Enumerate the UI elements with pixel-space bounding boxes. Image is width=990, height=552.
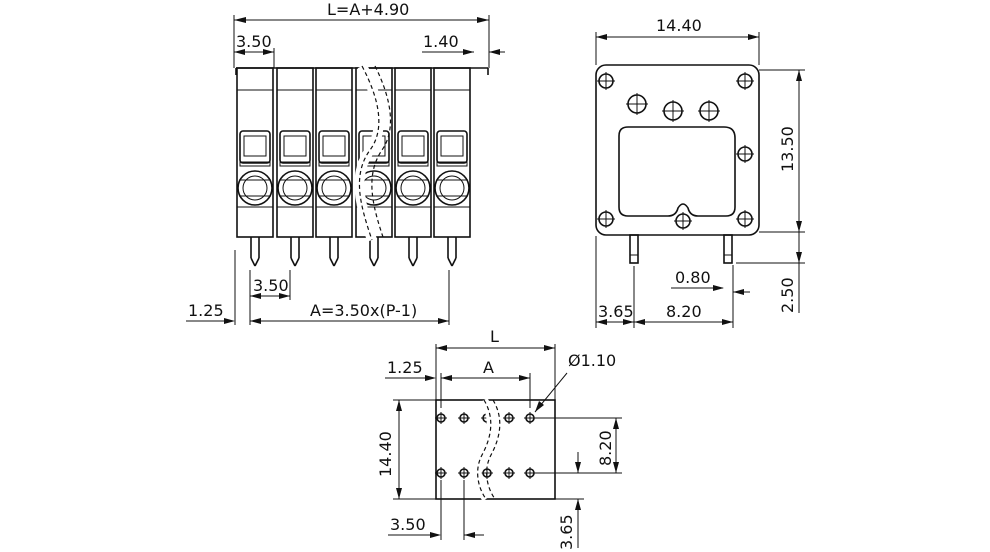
dim-pcb-pitch: 3.50 [390, 515, 426, 534]
dim-top-left-pitch: 3.50 [236, 32, 272, 51]
dim-pin-diameter: 0.80 [675, 268, 711, 287]
dim-pcb-offset: 1.25 [387, 358, 423, 377]
dim-row-spacing: 8.20 [596, 430, 615, 466]
dim-pcb-depth: 14.40 [376, 431, 395, 477]
dim-side-height: 13.50 [778, 126, 797, 172]
dim-left-offset: 1.25 [188, 301, 224, 320]
dim-side-width: 14.40 [656, 16, 702, 35]
dim-overall-length: L=A+4.90 [327, 0, 409, 19]
dim-left-pin-offset: 3.65 [598, 302, 634, 321]
dim-pin-pitch: 3.50 [253, 276, 289, 295]
dim-pin-length: 2.50 [778, 277, 797, 313]
dim-edge-offset: 3.65 [557, 514, 576, 550]
dim-top-right-offset: 1.40 [423, 32, 459, 51]
mounting-holes [597, 72, 754, 230]
dim-pcb-span: A [483, 358, 494, 377]
dim-pcb-length: L [490, 327, 499, 346]
pcb-layout [385, 344, 622, 548]
dim-pin-spacing: 8.20 [666, 302, 702, 321]
dim-hole-diameter: Ø1.10 [568, 351, 616, 370]
side-view [595, 32, 805, 328]
dim-span: A=3.50x(P-1) [310, 301, 417, 320]
front-view [186, 15, 505, 325]
